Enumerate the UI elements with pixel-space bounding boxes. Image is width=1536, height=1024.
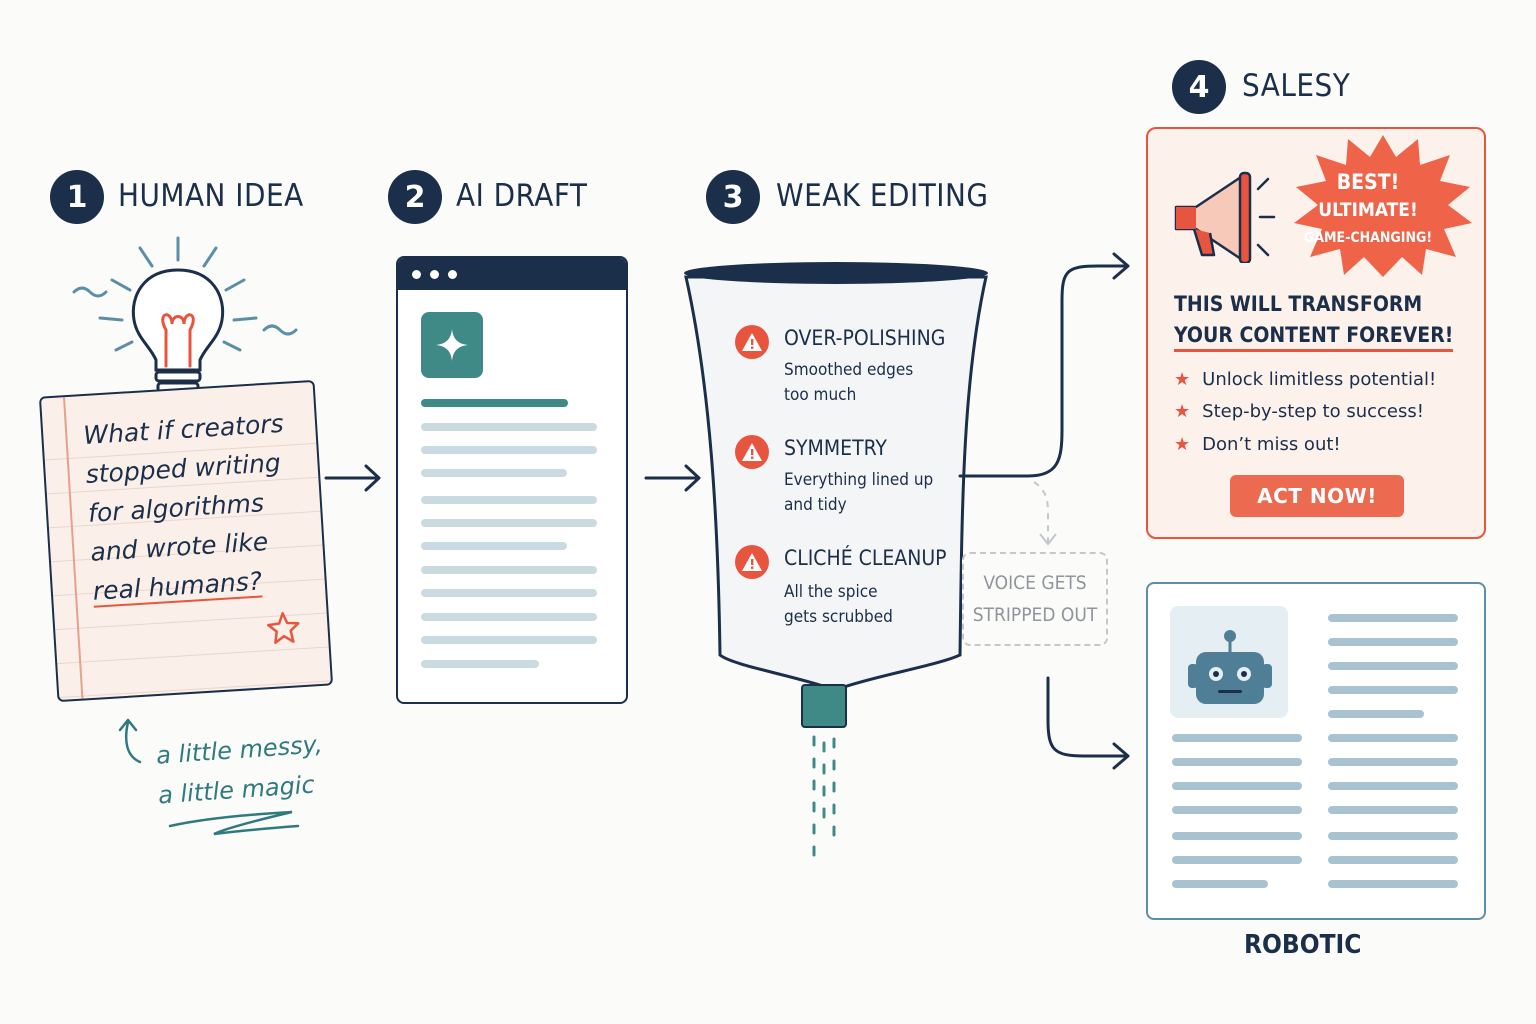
step-3-title: WEAK EDITING bbox=[776, 178, 989, 214]
doc-line bbox=[1172, 832, 1302, 840]
star-icon bbox=[267, 611, 300, 644]
doc-line bbox=[1172, 734, 1302, 742]
robot-tile bbox=[1170, 606, 1288, 718]
arrow-icon bbox=[644, 464, 701, 492]
doc-line bbox=[1328, 662, 1458, 670]
note-caption-line-2: a little magic bbox=[157, 770, 316, 810]
step-3-number: 3 bbox=[706, 170, 760, 224]
robotic-label: ROBOTIC bbox=[1244, 930, 1362, 960]
voice-box-line-2: STRIPPED OUT bbox=[972, 604, 1098, 626]
robotic-card bbox=[1146, 582, 1486, 920]
note-caption-line-1: a little messy, bbox=[155, 730, 324, 770]
voice-box-line-1: VOICE GETS bbox=[983, 572, 1087, 594]
funnel-item-title: SYMMETRY bbox=[784, 436, 887, 460]
burst-text: BEST! ULTIMATE! GAME-CHANGING! bbox=[1296, 168, 1440, 252]
sales-bullet-text: Unlock limitless potential! bbox=[1202, 369, 1437, 390]
doc-line bbox=[1328, 686, 1458, 694]
doc-line bbox=[1328, 758, 1458, 766]
doc-line bbox=[1328, 806, 1458, 814]
note-margin-line bbox=[62, 397, 83, 699]
sales-headline: THIS WILL TRANSFORM YOUR CONTENT FOREVER… bbox=[1174, 289, 1454, 352]
doc-line bbox=[1172, 856, 1302, 864]
doc-line bbox=[421, 542, 567, 550]
ai-tile bbox=[421, 312, 483, 378]
branch-arrows bbox=[958, 252, 1130, 770]
window-dot bbox=[448, 270, 457, 279]
doc-line bbox=[1328, 710, 1424, 718]
note-text: What if creators stopped writing for alg… bbox=[82, 403, 304, 610]
doc-line bbox=[421, 519, 597, 527]
burst-line-3: GAME-CHANGING! bbox=[1303, 230, 1433, 246]
scribble-underline bbox=[168, 810, 300, 836]
star-icon: ★ bbox=[1174, 401, 1191, 422]
step-1-number: 1 bbox=[50, 170, 104, 224]
step-4-title: SALESY bbox=[1242, 68, 1351, 104]
sparkle-icon bbox=[436, 329, 468, 361]
step-2-title: AI DRAFT bbox=[456, 178, 588, 214]
doc-line bbox=[1328, 734, 1458, 742]
star-icon: ★ bbox=[1174, 369, 1191, 390]
doc-line bbox=[421, 613, 597, 621]
megaphone-icon bbox=[1174, 171, 1276, 263]
doc-line bbox=[1328, 880, 1458, 888]
star-icon: ★ bbox=[1174, 434, 1191, 455]
salesy-card: THIS WILL TRANSFORM YOUR CONTENT FOREVER… bbox=[1146, 127, 1486, 539]
ai-draft-window bbox=[396, 256, 628, 704]
doc-line bbox=[421, 589, 597, 597]
curved-arrow-icon bbox=[118, 718, 142, 764]
funnel-shape bbox=[684, 262, 988, 857]
sales-bullet: ★ Step-by-step to success! bbox=[1174, 401, 1424, 422]
act-now-button[interactable]: ACT NOW! bbox=[1230, 475, 1404, 517]
sales-headline-line-1: THIS WILL TRANSFORM bbox=[1174, 292, 1423, 316]
window-dot bbox=[430, 270, 439, 279]
warning-icon bbox=[735, 325, 769, 359]
doc-line bbox=[421, 446, 597, 454]
window-dot bbox=[412, 270, 421, 279]
window-title-bar bbox=[398, 258, 626, 290]
funnel-item-desc: All the spice gets scrubbed bbox=[784, 582, 893, 627]
doc-line bbox=[421, 423, 597, 431]
doc-line bbox=[1172, 880, 1268, 888]
doc-line bbox=[1172, 782, 1302, 790]
sales-headline-line-2: YOUR CONTENT FOREVER! bbox=[1174, 321, 1454, 352]
sales-bullet: ★ Unlock limitless potential! bbox=[1174, 369, 1436, 390]
step-4-number: 4 bbox=[1172, 60, 1226, 114]
doc-line bbox=[421, 469, 567, 477]
doc-line bbox=[1328, 832, 1458, 840]
voice-stripped-note: VOICE GETS STRIPPED OUT bbox=[962, 552, 1108, 646]
doc-line bbox=[1328, 856, 1458, 864]
funnel-item-desc: Smoothed edges too much bbox=[784, 360, 914, 405]
arrow-icon bbox=[324, 464, 381, 492]
doc-line bbox=[421, 496, 597, 504]
doc-line bbox=[421, 566, 597, 574]
step-2-number: 2 bbox=[388, 170, 442, 224]
sales-bullet-text: Step-by-step to success! bbox=[1202, 401, 1424, 422]
idea-note-card: What if creators stopped writing for alg… bbox=[38, 379, 334, 703]
funnel-item-title: CLICHÉ CLEANUP bbox=[784, 546, 947, 570]
funnel-item-title: OVER-POLISHING bbox=[784, 326, 946, 350]
burst-line-2: ULTIMATE! bbox=[1318, 199, 1418, 221]
burst-line-1: BEST! bbox=[1336, 170, 1400, 194]
robot-icon bbox=[1188, 630, 1272, 704]
doc-line bbox=[1172, 806, 1302, 814]
doc-line bbox=[421, 660, 539, 668]
sales-bullet: ★ Don’t miss out! bbox=[1174, 434, 1341, 455]
doc-line bbox=[421, 636, 597, 644]
warning-icon bbox=[735, 545, 769, 579]
doc-line bbox=[1328, 782, 1458, 790]
step-1-title: HUMAN IDEA bbox=[118, 178, 304, 214]
doc-line bbox=[1328, 638, 1458, 646]
lightbulb-icon bbox=[72, 236, 298, 394]
sales-bullet-text: Don’t miss out! bbox=[1202, 434, 1341, 455]
doc-line bbox=[1328, 614, 1458, 622]
doc-heading-line bbox=[421, 399, 568, 407]
funnel-item-desc: Everything lined up and tidy bbox=[784, 470, 934, 515]
warning-icon bbox=[735, 435, 769, 469]
doc-line bbox=[1172, 758, 1302, 766]
note-line-emphasis: real humans? bbox=[92, 566, 263, 608]
burst-badge bbox=[1294, 135, 1472, 277]
